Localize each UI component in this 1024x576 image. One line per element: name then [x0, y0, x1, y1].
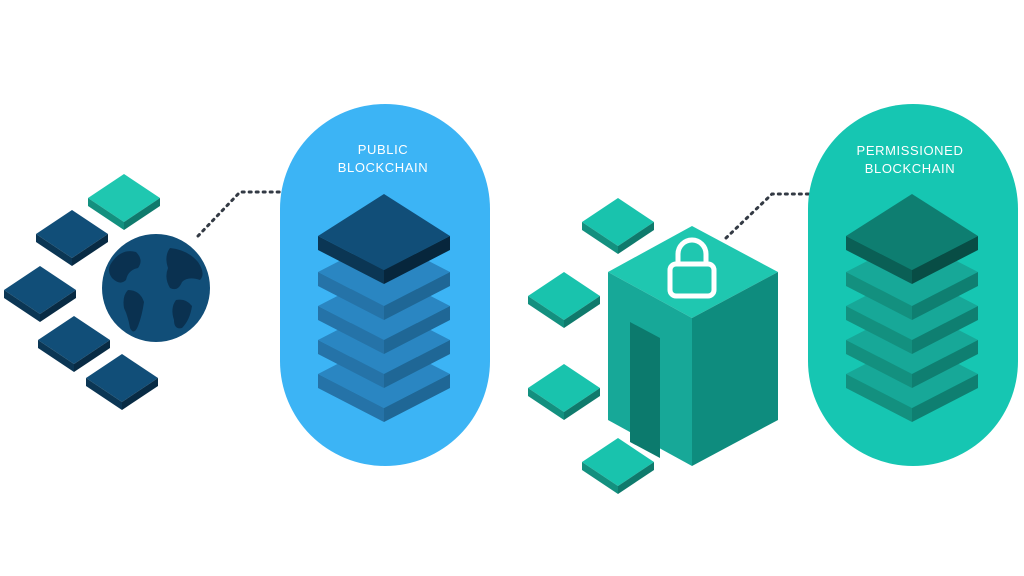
- tile: [582, 438, 654, 494]
- permissioned-label-line1: PERMISSIONED: [856, 143, 964, 158]
- tile: [38, 316, 110, 372]
- globe-icon: [102, 234, 210, 342]
- private-server-cube: [608, 226, 778, 466]
- top-block: [846, 194, 978, 284]
- top-block: [318, 194, 450, 284]
- floating-tiles-permissioned: [528, 198, 654, 494]
- public-block-stack: [318, 194, 450, 422]
- tile: [88, 174, 160, 230]
- permissioned-label-line2: BLOCKCHAIN: [864, 161, 956, 176]
- tile: [86, 354, 158, 410]
- public-label-line1: PUBLIC: [357, 142, 409, 157]
- floating-tiles-public: [4, 174, 160, 410]
- public-blockchain-label: PUBLIC BLOCKCHAIN: [303, 141, 463, 177]
- permissioned-block-stack: [846, 194, 978, 422]
- tile: [528, 364, 600, 420]
- tile: [582, 198, 654, 254]
- permissioned-blockchain-label: PERMISSIONED BLOCKCHAIN: [830, 142, 990, 178]
- tile: [36, 210, 108, 266]
- public-label-line2: BLOCKCHAIN: [337, 160, 429, 175]
- tile: [4, 266, 76, 322]
- lock-icon: [667, 237, 717, 299]
- tile: [528, 272, 600, 328]
